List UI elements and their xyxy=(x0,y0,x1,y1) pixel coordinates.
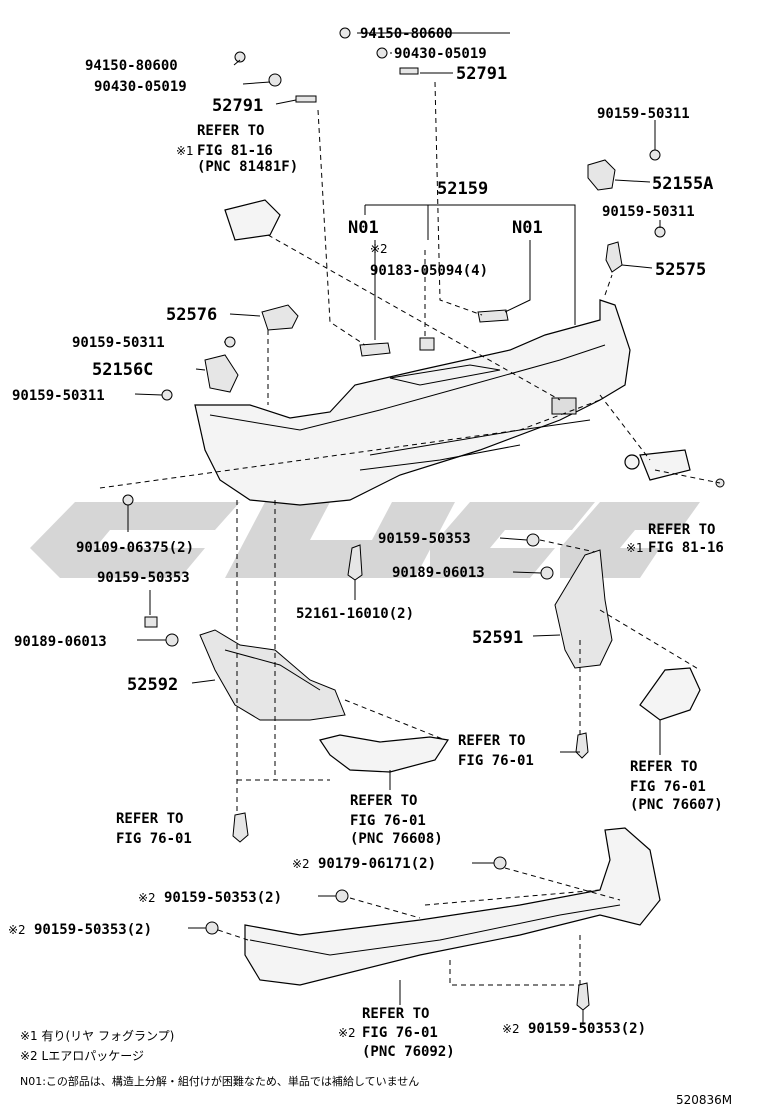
label-c9: 90159-50311 xyxy=(602,204,695,220)
label-m4: ※2 xyxy=(338,1026,356,1040)
refer-r5-line3: (PNC 76607) xyxy=(630,797,723,813)
refer-r2-line1: REFER TO xyxy=(648,522,715,538)
note-3: N01:この部品は、構造上分解・組付けが困難なため、単品では補給していません xyxy=(20,1074,419,1088)
fog-lamp-right xyxy=(624,449,691,481)
diagram-id: 520836M xyxy=(676,1093,732,1107)
label-c1: 94150-80600 xyxy=(85,58,178,74)
watermark-logo xyxy=(30,502,700,578)
assembly-lines xyxy=(99,81,721,986)
side-retainer-right xyxy=(554,549,613,669)
refer-r7-line2: FIG 76-01 xyxy=(362,1025,438,1041)
label-c16: 90159-50311 xyxy=(72,335,165,351)
label-c23: 52591 xyxy=(472,628,523,648)
refer-r3-line1: REFER TO xyxy=(458,733,525,749)
label-c6: 52791 xyxy=(456,64,507,84)
label-c17: 52156C xyxy=(92,360,153,380)
label-m2: ※2 xyxy=(370,242,388,256)
label-c10: 52575 xyxy=(655,260,706,280)
rear-bumper-cover xyxy=(194,299,631,506)
label-c11: 52159 xyxy=(437,179,488,199)
label-m8: ※2 xyxy=(502,1022,520,1036)
notes: ※1 有り(リヤ フォグランプ) ※2 Lエアロパッケージ N01:この部品は、… xyxy=(20,1029,732,1107)
refer-r4-line3: (PNC 76608) xyxy=(350,831,443,847)
label-m5: ※2 xyxy=(292,857,310,871)
label-c26: 52592 xyxy=(127,675,178,695)
refer-r6-line2: FIG 76-01 xyxy=(116,831,192,847)
label-c8: 52155A xyxy=(652,174,713,194)
label-c2: 90430-05019 xyxy=(94,79,187,95)
bracket-52575 xyxy=(605,241,623,273)
label-c4: 94150-80600 xyxy=(360,26,453,42)
label-c5: 90430-05019 xyxy=(394,46,487,62)
refer-r7-line1: REFER TO xyxy=(362,1006,429,1022)
note-1: ※1 有り(リヤ フォグランプ) xyxy=(20,1029,174,1043)
label-c28: 90159-50353(2) xyxy=(164,890,282,906)
label-c19: 90109-06375(2) xyxy=(76,540,194,556)
refer-r5-line1: REFER TO xyxy=(630,759,697,775)
label-c7: 90159-50311 xyxy=(597,106,690,122)
label-c14: 90183-05094(4) xyxy=(370,263,488,279)
fog-lamp-left xyxy=(224,199,281,241)
label-m3: ※1 xyxy=(626,541,644,555)
bracket-52155a xyxy=(587,159,616,191)
label-c18: 90159-50311 xyxy=(12,388,105,404)
refer-r4-line1: REFER TO xyxy=(350,793,417,809)
label-m6: ※2 xyxy=(138,891,156,905)
refer-r6-line1: REFER TO xyxy=(116,811,183,827)
refer-r2-line2: FIG 81-16 xyxy=(648,540,724,556)
leader-lines xyxy=(127,32,661,1025)
reflector-right xyxy=(639,667,701,721)
label-c25: 90189-06013 xyxy=(392,565,485,581)
refer-r7-line3: (PNC 76092) xyxy=(362,1044,455,1060)
side-retainer-left xyxy=(199,629,346,721)
note-2: ※2 Lエアロパッケージ xyxy=(20,1049,144,1063)
label-m7: ※2 xyxy=(8,923,26,937)
refer-r5-line2: FIG 76-01 xyxy=(630,779,706,795)
bracket-52576 xyxy=(261,304,299,331)
label-c30: 90159-50353(2) xyxy=(528,1021,646,1037)
label-c22: 52161-16010(2) xyxy=(296,606,414,622)
reflector-left xyxy=(319,734,450,773)
refer-r3-line2: FIG 76-01 xyxy=(458,753,534,769)
label-c13: N01 xyxy=(512,218,543,238)
label-c15: 52576 xyxy=(166,305,217,325)
label-c3: 52791 xyxy=(212,96,263,116)
label-c29: 90159-50353(2) xyxy=(34,922,152,938)
label-c24: 90159-50353 xyxy=(378,531,471,547)
bracket-52156c xyxy=(204,354,239,393)
refer-r1-line2: FIG 81-16 xyxy=(197,143,273,159)
part-labels: 94150-80600 90430-05019 52791 94150-8060… xyxy=(8,26,724,1060)
label-c27: 90179-06171(2) xyxy=(318,856,436,872)
label-c21: 90189-06013 xyxy=(14,634,107,650)
rear-spoiler xyxy=(244,827,661,986)
label-c12: N01 xyxy=(348,218,379,238)
label-c20: 90159-50353 xyxy=(97,570,190,586)
label-m1: ※1 xyxy=(176,144,194,158)
refer-r4-line2: FIG 76-01 xyxy=(350,813,426,829)
clips-n01 xyxy=(359,309,509,357)
fasteners xyxy=(122,27,725,1011)
refer-r1-line1: REFER TO xyxy=(197,123,264,139)
refer-r1-line3: (PNC 81481F) xyxy=(197,159,298,175)
